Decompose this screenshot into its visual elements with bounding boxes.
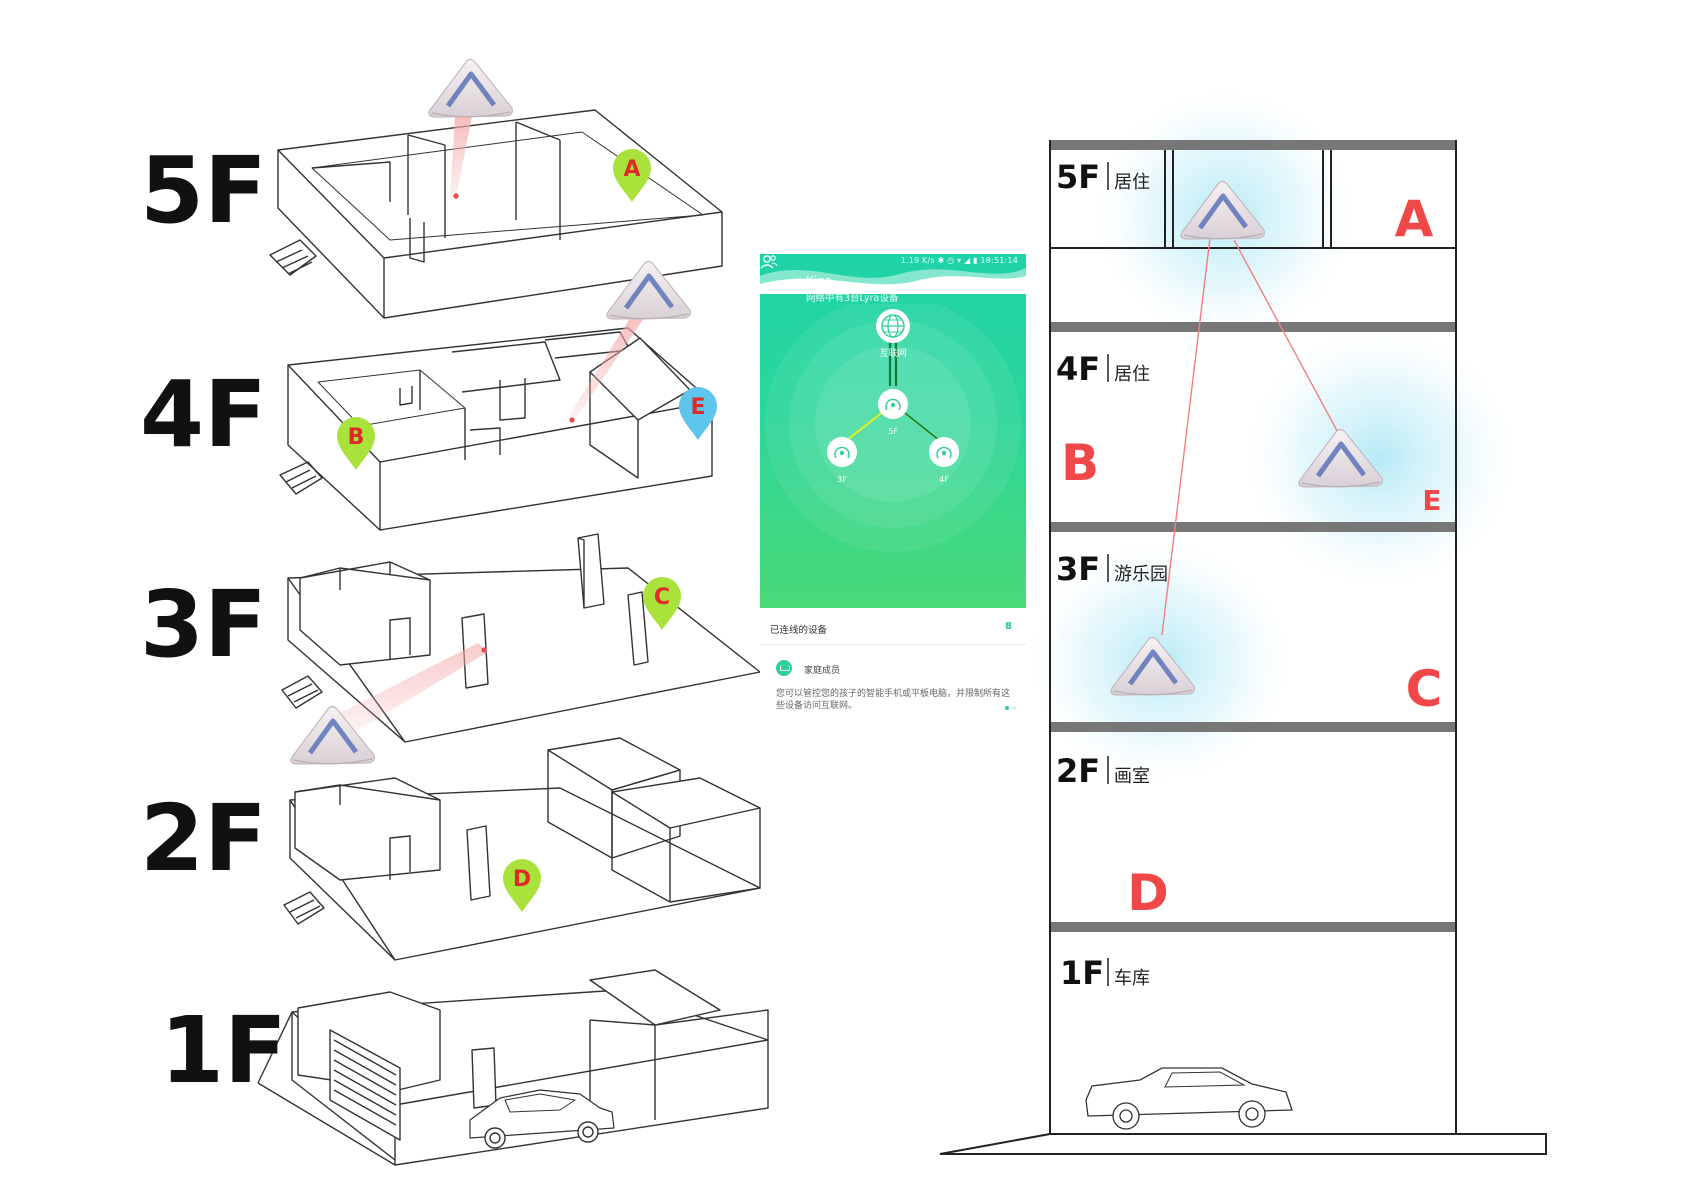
slab-roof [1050,140,1456,150]
section-floor-5f-label: 居住 [1114,172,1150,193]
mesh-topology: 互联网 5F 3F 4F [765,304,1021,552]
section-floor-2f-num: 2F [1056,752,1100,790]
marker-e-label: E [690,395,705,420]
section-floor-1f: 1F 车库 [1060,954,1150,992]
marker-e: E [679,387,717,440]
slab-3f [1050,722,1456,732]
node-4f-label: 4F [939,475,949,484]
network-subtitle: 网络中有3台Lyra设备 [806,293,899,304]
slab-4f [1050,522,1456,532]
family-members-card[interactable]: 家庭成员 您可以管控您的孩子的智能手机或平板电脑，并限制所有这些设备访问互联网。 [760,652,1026,722]
floor-plans [257,109,769,1166]
node-5f-label: 5F [888,427,898,436]
section-marker-b: B [1061,434,1099,492]
family-members-icon[interactable] [760,254,778,270]
floor-2f-plan [283,737,761,961]
slab-5f [1050,322,1456,332]
section-floor-3f-num: 3F [1056,550,1100,588]
section-floor-4f-label: 居住 [1114,364,1150,385]
marker-d: D [503,859,541,912]
section-floor-5f-num: 5F [1056,158,1100,196]
node-3f[interactable]: 3F [827,437,857,484]
section-floor-5f: 5F 居住 A [1056,158,1434,248]
connected-devices-row[interactable]: 已连线的设备 8 [760,608,1026,645]
section-floor-1f-num: 1F [1060,954,1104,992]
floor-label-2f: 2F [140,785,267,892]
status-bar: 1.19 K/s ✱ ◷ ▾ ◢ ▮ 18:51:14 [900,256,1018,265]
node-5f[interactable]: 5F [878,389,908,436]
section-floor-4f: 4F 居住 B E [1056,350,1442,517]
connected-devices-count: 8 [1005,621,1012,632]
internet-label: 互联网 [879,348,906,359]
marker-a: A [613,149,651,202]
building-section: 5F 居住 A 4F 居住 B E 3F 游乐园 C 2F 画室 [939,80,1547,1155]
marker-b: B [337,417,375,470]
section-floor-1f-label: 车库 [1114,968,1150,989]
router-beams [330,116,648,735]
lyra-app-screenshot: 1.19 K/s ✱ ◷ ▾ ◢ ▮ 18:51:14 Kino 网络中有3台L… [760,254,1026,722]
section-floor-2f: 2F 画室 D [1056,752,1169,922]
slab-2f [1050,922,1456,932]
chat-bubble-icon [776,660,792,676]
pager-dots [1002,695,1016,714]
node-4f[interactable]: 4F [929,437,959,484]
section-floor-3f: 3F 游乐园 C [1056,550,1442,718]
section-floor-3f-label: 游乐园 [1114,564,1168,585]
marker-d-label: D [513,867,531,892]
router-5f-icon [429,60,513,118]
router-4f-icon [607,262,691,320]
marker-c-label: C [654,585,670,610]
section-floor-2f-label: 画室 [1114,766,1150,787]
connected-devices-label: 已连线的设备 [770,625,828,636]
floor-label-4f: 4F [140,361,267,468]
floor-label-3f: 3F [140,571,267,678]
section-marker-d: D [1127,864,1169,922]
car-icon [1085,1067,1293,1130]
family-members-title: 家庭成员 [804,666,841,676]
internet-node[interactable]: 互联网 [876,309,910,359]
marker-c: C [643,577,681,630]
marker-a-label: A [623,157,640,182]
app-header-panel: 1.19 K/s ✱ ◷ ▾ ◢ ▮ 18:51:14 Kino 网络中有3台L… [760,254,1026,608]
section-floor-4f-num: 4F [1056,350,1100,388]
marker-b-label: B [348,425,365,450]
node-3f-label: 3F [837,475,847,484]
section-marker-e: E [1422,484,1441,517]
floor-label-5f: 5F [140,137,267,244]
section-marker-a: A [1395,190,1434,248]
floor-1f-plan [257,969,769,1166]
section-marker-c: C [1406,660,1443,718]
floor-label-1f: 1F [160,997,287,1104]
header-wave [760,268,1026,294]
floor-5f-plan [269,109,723,319]
family-members-description: 您可以管控您的孩子的智能手机或平板电脑，并限制所有这些设备访问互联网。 [776,689,1011,711]
